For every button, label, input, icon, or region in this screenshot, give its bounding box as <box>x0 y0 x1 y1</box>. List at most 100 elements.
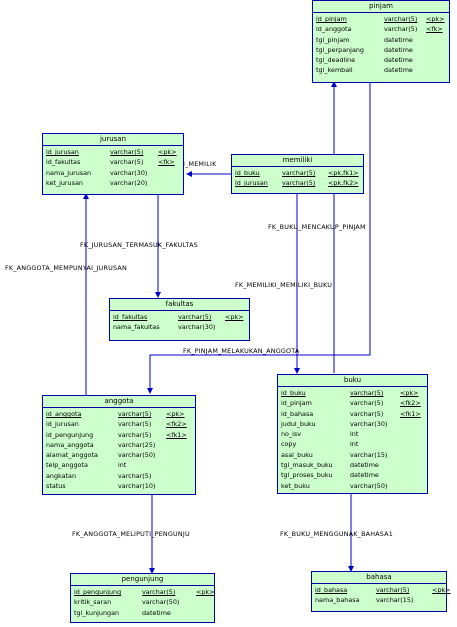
rel-label-anggota-pengunju: FK_ANGGOTA_MELIPUTI_PENGUNJU <box>72 530 190 538</box>
attribute-type: varchar(50) <box>118 451 156 460</box>
attribute-name: tgl_perpanjang <box>316 45 364 54</box>
attribute-type: datetime <box>384 45 413 54</box>
attribute-row: angkatan varchar(5) <box>46 471 195 481</box>
entity-title: pinjam <box>313 1 449 13</box>
rel-label-memiliki-buku: FK_MEMILIKI_MEMILIKI_BUKU <box>235 281 333 289</box>
attribute-row: id_fakultas varchar(5) <pk> <box>113 312 249 322</box>
attribute-name: alamat_anggota <box>46 451 98 460</box>
attribute-row: tgl_perpanjang datetime <box>316 45 449 55</box>
attribute-type: int <box>118 461 127 470</box>
attribute-type: datetime <box>350 461 379 470</box>
rel-label-anggota-jurusan: FK_ANGGOTA_MEMPUNYAI_JURUSAN <box>5 264 127 272</box>
attribute-key: <pk> <box>400 389 419 397</box>
attribute-name: tgl_deadline <box>316 56 356 65</box>
attribute-name: nama_fakultas <box>113 323 160 332</box>
attribute-name: ket_jurusan <box>46 178 83 187</box>
attribute-name: angkatan <box>46 471 76 480</box>
attribute-type: varchar(5) <box>350 389 384 397</box>
rel-label-pinjam-anggota: FK_PINJAM_MELAKUKAN_ANGGOTA <box>183 347 300 355</box>
attribute-type: varchar(50) <box>350 481 388 490</box>
attribute-key: <pk> <box>166 410 185 418</box>
attribute-name: id_fakultas <box>113 313 148 321</box>
entity-bahasa[interactable]: bahasa id_bahasa varchar(5) <pk> nama_bahasa… <box>311 571 450 612</box>
attribute-type: varchar(5) <box>350 399 384 408</box>
attribute-name: no_isv <box>281 430 302 439</box>
attribute-row: id_buku varchar(5) <pk> <box>281 388 427 398</box>
rel-label-buku-bahasa: FK_BUKU_MENGGUNAK_BAHASA1 <box>280 530 394 538</box>
attribute-name: tgl_masuk_buku <box>281 461 333 470</box>
attribute-name: id_buku <box>281 389 306 397</box>
attribute-type: varchar(10) <box>118 482 156 491</box>
attribute-type: varchar(15) <box>376 596 414 605</box>
entity-attributes: id_fakultas varchar(5) <pk> nama_fakultas va… <box>110 311 249 333</box>
attribute-key: <pk,fk2> <box>328 179 359 188</box>
attribute-type: varchar(5) <box>118 471 152 480</box>
attribute-type: varchar(5) <box>110 148 144 156</box>
attribute-name: id_fakultas <box>46 158 81 167</box>
attribute-type: varchar(5) <box>178 313 212 321</box>
entity-fakultas[interactable]: fakultas id_fakultas varchar(5) <pk> nama_fa… <box>109 298 250 341</box>
attribute-name: tgl_kembali <box>316 66 353 75</box>
attribute-key: <fk2> <box>166 420 187 429</box>
attribute-name: copy <box>281 440 297 449</box>
attribute-row: alamat_anggota varchar(50) <box>46 450 195 460</box>
attribute-type: varchar(5) <box>384 15 418 23</box>
attribute-row: tgl_masuk_buku datetime <box>281 460 427 470</box>
attribute-key: <fk> <box>158 158 175 167</box>
attribute-key: <pk> <box>426 15 445 23</box>
attribute-type: varchar(30) <box>178 323 216 332</box>
attribute-row: ket_buku varchar(50) <box>281 481 427 491</box>
attribute-type: varchar(5) <box>282 179 316 188</box>
attribute-type: varchar(5) <box>282 169 316 177</box>
attribute-key: <fk1> <box>166 430 187 439</box>
attribute-type: datetime <box>142 608 171 617</box>
attribute-type: varchar(30) <box>110 168 148 177</box>
attribute-key: <fk> <box>426 25 443 34</box>
attribute-row: id_bahasa varchar(5) <pk> <box>315 585 450 595</box>
attribute-type: varchar(50) <box>142 598 180 607</box>
attribute-key: <pk> <box>158 148 177 156</box>
attribute-type: varchar(5) <box>118 410 152 418</box>
entity-title: pengunjung <box>71 574 214 586</box>
rel-label-buku-pinjam: FK_BUKU_MENCAKUP_PINJAM <box>268 223 366 231</box>
entity-title: bahasa <box>312 572 446 584</box>
attribute-name: id_jurusan <box>235 179 268 188</box>
attribute-name: id_pinjam <box>316 15 347 23</box>
attribute-name: id_jurusan <box>46 148 79 156</box>
entity-title: fakultas <box>110 299 249 311</box>
attribute-row: id_jurusan varchar(5) <pk> <box>46 147 183 157</box>
attribute-name: ket_buku <box>281 481 310 490</box>
attribute-key: <pk> <box>432 586 451 594</box>
line-pinjam-anggota <box>147 83 371 394</box>
attribute-name: tgl_kunjungan <box>74 608 120 617</box>
attribute-type: datetime <box>384 35 413 44</box>
attribute-name: id_bahasa <box>315 586 348 594</box>
attribute-type: varchar(5) <box>118 430 152 439</box>
attribute-key: <pk> <box>225 313 244 321</box>
entity-title: buku <box>278 375 427 387</box>
attribute-name: id_bahasa <box>281 409 314 418</box>
attribute-type: varchar(5) <box>376 586 410 594</box>
attribute-name: nama_bahasa <box>315 596 360 605</box>
